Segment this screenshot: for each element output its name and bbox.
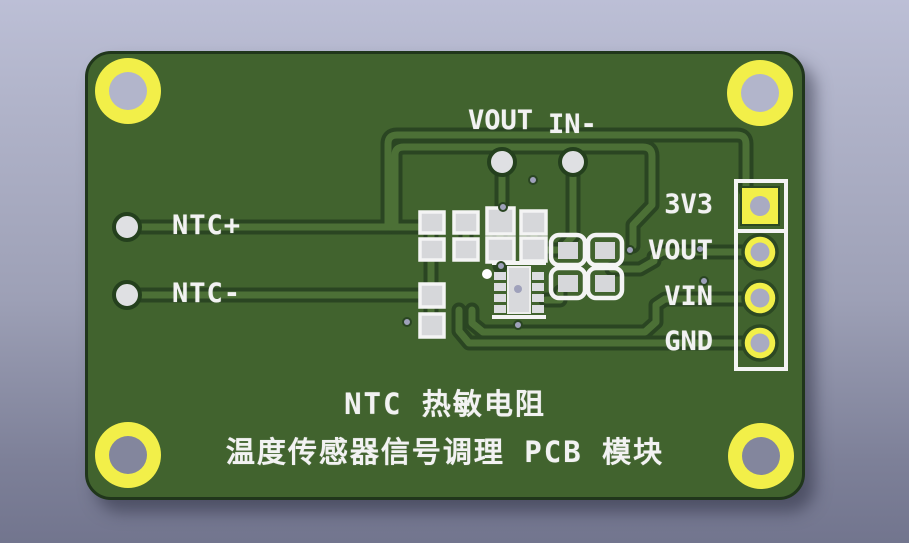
label-header-gnd: GND: [664, 326, 713, 357]
ic-footprint: [482, 261, 546, 319]
pin-header-pads: [740, 186, 780, 362]
test-point-ntc-plus: [112, 212, 142, 242]
label-ntc-minus: NTC-: [172, 278, 242, 309]
header-pin-gnd-pad: [741, 324, 779, 362]
header-pin-vin-pad: [741, 279, 779, 317]
ic-pin1-dot: [482, 269, 492, 279]
mounting-hole-top-right: [727, 60, 793, 126]
pcb-board: [85, 51, 805, 500]
test-point-ntc-minus: [112, 280, 142, 310]
label-header-3v3: 3V3: [664, 189, 713, 220]
label-header-vout: VOUT: [647, 235, 713, 266]
header-pin-vout-pad: [741, 233, 779, 271]
test-point-in-minus: [558, 147, 588, 177]
smd-pad-grid: [418, 206, 548, 339]
mounting-hole-top-left: [95, 58, 161, 124]
mounting-hole-bottom-left: [95, 422, 161, 488]
pin-header-silkscreen: [734, 179, 788, 371]
mounting-hole-bottom-right: [728, 423, 794, 489]
label-in-minus-test-point: IN-: [548, 109, 597, 140]
header-pin-3v3-pad: [740, 186, 780, 226]
test-point-vout: [487, 147, 517, 177]
label-vout-test-point: VOUT: [468, 105, 534, 136]
board-title-line1: NTC 热敏电阻: [344, 387, 546, 421]
board-title-line2: 温度传感器信号调理 PCB 模块: [225, 435, 665, 469]
test-points: [112, 147, 588, 310]
label-header-vin: VIN: [664, 281, 713, 312]
capacitor-footprints: [548, 232, 625, 301]
label-ntc-plus: NTC+: [172, 210, 242, 241]
via-dots: [402, 175, 709, 330]
mounting-holes: [95, 58, 794, 489]
